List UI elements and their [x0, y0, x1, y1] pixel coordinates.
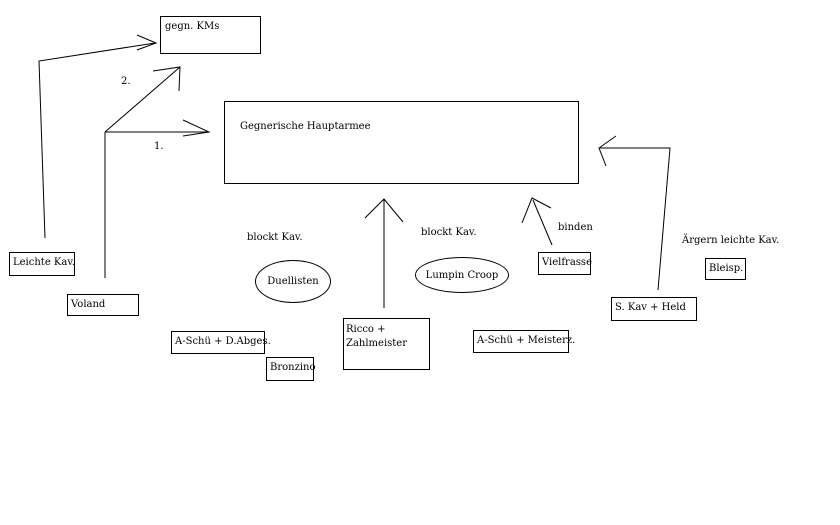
aschu-meisterz-box: A-Schü + Meisterz.	[473, 330, 575, 353]
aschu-meisterz-label: A-Schü + Meisterz.	[477, 335, 576, 346]
label-1: 1.	[154, 141, 164, 152]
arrowhead-kms	[136, 34, 158, 51]
light-cav-label: Leichte Kav.	[13, 257, 75, 268]
arrow-2-diagonal	[104, 66, 181, 133]
bleisp-label: Bleisp.	[709, 263, 744, 274]
aschu-dabges-label: A-Schü + D.Abges.	[175, 336, 271, 347]
arrow-vielfrasse	[532, 199, 553, 246]
lumpin-label: Lumpin Croop	[425, 269, 499, 281]
ricco-label: Ricco + Zahlmeister	[346, 324, 407, 349]
bronzino-box: Bronzino	[266, 357, 316, 381]
skav-held-box: S. Kav + Held	[611, 297, 697, 321]
light-cav-box: Leichte Kav.	[9, 252, 75, 276]
arrow-skav-held	[600, 147, 671, 291]
ricco-box: Ricco + Zahlmeister	[343, 318, 430, 370]
arrowhead-vielfrasse	[521, 197, 552, 224]
bleisp-box: Bleisp.	[705, 258, 746, 280]
kms-box: gegn. KMs	[160, 16, 261, 54]
main-army-label: Gegnerische Hauptarmee	[240, 121, 371, 132]
duellisten-ellipse: Duellisten	[255, 260, 331, 303]
arrowhead-skav	[598, 135, 617, 167]
label-blockt-kav-left: blockt Kav.	[247, 232, 303, 243]
label-2: 2.	[121, 76, 131, 87]
arrowhead-2	[152, 66, 181, 92]
main-army-box: Gegnerische Hauptarmee	[224, 101, 579, 184]
aschu-dabges-box: A-Schü + D.Abges.	[171, 331, 271, 354]
lumpin-ellipse: Lumpin Croop	[415, 257, 509, 293]
bronzino-label: Bronzino	[270, 362, 316, 373]
label-argern: Ärgern leichte Kav.	[682, 235, 780, 246]
vielfrasse-box: Vielfrasse	[538, 252, 592, 275]
label-binden: binden	[558, 222, 593, 233]
vielfrasse-label: Vielfrasse	[542, 257, 592, 268]
kms-label: gegn. KMs	[165, 21, 220, 32]
arrowhead-1	[182, 119, 211, 137]
skav-held-label: S. Kav + Held	[615, 302, 686, 313]
arrowhead-ricco	[364, 198, 404, 223]
voland-box: Voland	[67, 294, 139, 316]
duellisten-label: Duellisten	[267, 276, 319, 287]
voland-label: Voland	[71, 299, 106, 310]
arrow-leichte-kav-to-kms	[38, 42, 156, 239]
label-blockt-kav-right: blockt Kav.	[421, 227, 477, 238]
